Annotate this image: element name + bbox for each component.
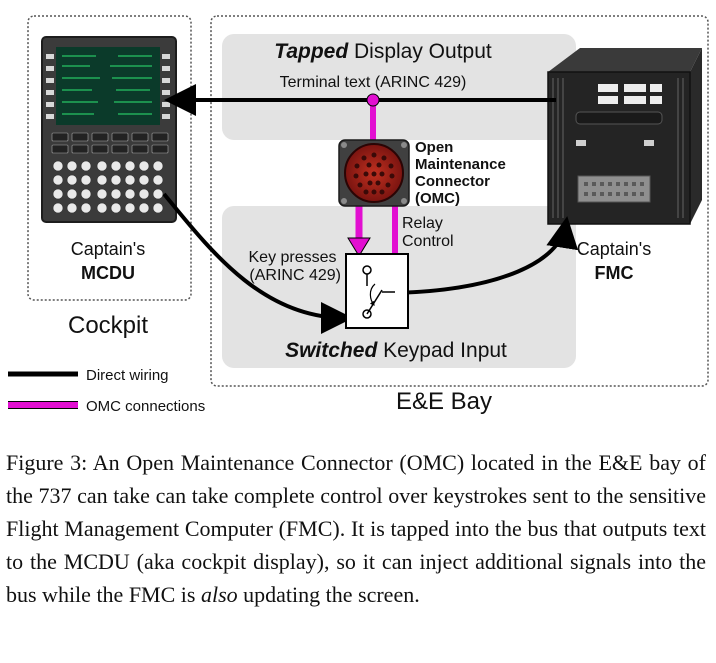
fmc-connector-panel bbox=[577, 175, 651, 203]
legend-omc-label: OMC connections bbox=[86, 398, 205, 415]
caption-text-part1: Figure 3: An Open Maintenance Connector … bbox=[6, 450, 706, 607]
mcdu-caption-line2: MCDU bbox=[81, 263, 135, 283]
switch-to-fmc-wire bbox=[395, 216, 579, 295]
relay-control-label: Relay Control bbox=[402, 215, 454, 250]
tapped-panel bbox=[222, 34, 576, 140]
ee-bay-label: E&E Bay bbox=[396, 388, 492, 415]
terminal-text-label: Terminal text (ARINC 429) bbox=[280, 74, 467, 91]
caption-emphasis: also bbox=[200, 582, 238, 607]
key-presses-label: Key presses (ARINC 429) bbox=[249, 249, 342, 284]
cockpit-label: Cockpit bbox=[68, 312, 148, 339]
cockpit-boundary bbox=[27, 15, 192, 301]
fmc-caption-line2: FMC bbox=[595, 263, 634, 283]
mcdu-caption-line1: Captain's bbox=[71, 239, 145, 259]
figure-caption: Figure 3: An Open Maintenance Connector … bbox=[6, 446, 706, 611]
omc-label: Open Maintenance Connector (OMC) bbox=[415, 139, 510, 207]
fmc-device bbox=[547, 48, 702, 225]
ee-bay-boundary bbox=[210, 15, 709, 387]
key-press-wire bbox=[162, 192, 353, 334]
legend-direct-wiring-label: Direct wiring bbox=[86, 367, 169, 384]
relay-switch bbox=[345, 253, 409, 329]
caption-text-part2: updating the screen. bbox=[237, 582, 420, 607]
fmc-handle bbox=[575, 111, 663, 125]
tapped-panel-title: Tapped Display Output bbox=[274, 40, 492, 63]
mcdu-keypad bbox=[51, 132, 169, 154]
mcdu-screen bbox=[56, 47, 160, 125]
omc-diagram: Cockpit E&E Bay Tapped Display Output Te… bbox=[8, 15, 709, 415]
mcdu-device bbox=[41, 36, 177, 223]
omc-tap-point bbox=[366, 93, 380, 107]
switched-panel-title: Switched Keypad Input bbox=[285, 339, 507, 362]
fmc-caption-line1: Captain's bbox=[577, 239, 651, 259]
omc-connector bbox=[338, 139, 410, 207]
omc-key-injection-arrowhead bbox=[347, 237, 371, 257]
